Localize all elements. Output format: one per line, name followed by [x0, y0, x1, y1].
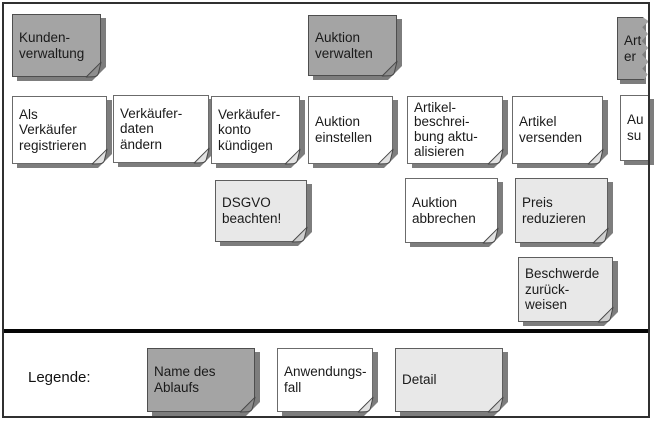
note-text: Als Verkäufer registrieren [19, 106, 87, 153]
note-text: Artikel versenden [519, 114, 583, 145]
note-text: Auktion abbrechen [412, 194, 476, 226]
folded-corner-icon [487, 148, 504, 165]
folded-corner-icon [587, 148, 604, 165]
note-artikel-versenden: Artikel versenden [512, 96, 603, 164]
folded-corner-icon [592, 227, 609, 244]
legend-separator-line [2, 329, 650, 333]
note-text: Auktion verwalten [315, 29, 373, 61]
folded-corner-icon [284, 148, 301, 165]
legend-label: Legende: [28, 369, 91, 386]
note-text: DSGVO beachten! [222, 195, 282, 226]
folded-corner-icon [291, 226, 308, 243]
note-text: Au su [627, 112, 644, 143]
note-dsgvo-beachten: DSGVO beachten! [215, 180, 307, 242]
note-text: Art er [624, 32, 642, 64]
note-text: Verkäufer- daten ändern [120, 105, 183, 152]
folded-corner-icon [377, 148, 394, 165]
folded-corner-icon [381, 60, 398, 77]
note-text: Anwendungs- fall [284, 364, 367, 395]
legend-note-detail: Detail [395, 348, 503, 412]
note-text: Auktion einstellen [315, 114, 373, 145]
note-text: Kunden- verwaltung [19, 29, 85, 61]
note-auktion-einstellen: Auktion einstellen [308, 96, 393, 164]
note-verkaeuferdaten-aendern: Verkäufer- daten ändern [113, 95, 209, 163]
legend-note-name-des-ablaufs: Name des Ablaufs [147, 348, 255, 412]
note-text: Beschwerde zurück- weisen [525, 266, 600, 313]
folded-corner-icon [193, 147, 210, 164]
folded-corner-icon [482, 227, 499, 244]
note-verkaeuferkonto-kuendigen: Verkäufer- konto kündigen [211, 96, 300, 164]
note-text: Detail [402, 372, 437, 388]
folded-corner-icon [91, 148, 108, 165]
legend-note-anwendungsfall: Anwendungs- fall [277, 348, 373, 412]
folded-corner-icon [357, 396, 374, 413]
note-text: Artikel- beschrei- bung aktu- alisieren [414, 99, 478, 159]
note-artikelbeschreibung-aktualisieren: Artikel- beschrei- bung aktu- alisieren [407, 96, 503, 164]
folded-corner-icon [597, 306, 614, 323]
note-kundenverwaltung: Kunden- verwaltung [12, 14, 101, 77]
note-als-verkaeufer-registrieren: Als Verkäufer registrieren [12, 96, 107, 164]
note-preis-reduzieren: Preis reduzieren [515, 178, 608, 243]
note-beschwerde-zurueckweisen: Beschwerde zurück- weisen [518, 257, 613, 322]
note-torn-header: Art er [617, 17, 649, 84]
note-auktion-abbrechen: Auktion abbrechen [405, 178, 498, 243]
note-text: Verkäufer- konto kündigen [218, 106, 281, 153]
note-torn-usecase: Au su [620, 95, 654, 165]
folded-corner-icon [239, 396, 256, 413]
note-auktion-verwalten: Auktion verwalten [308, 15, 397, 76]
note-text: Preis reduzieren [522, 194, 586, 226]
folded-corner-icon [487, 396, 504, 413]
note-text: Name des Ablaufs [154, 364, 216, 395]
folded-corner-icon [85, 61, 102, 78]
